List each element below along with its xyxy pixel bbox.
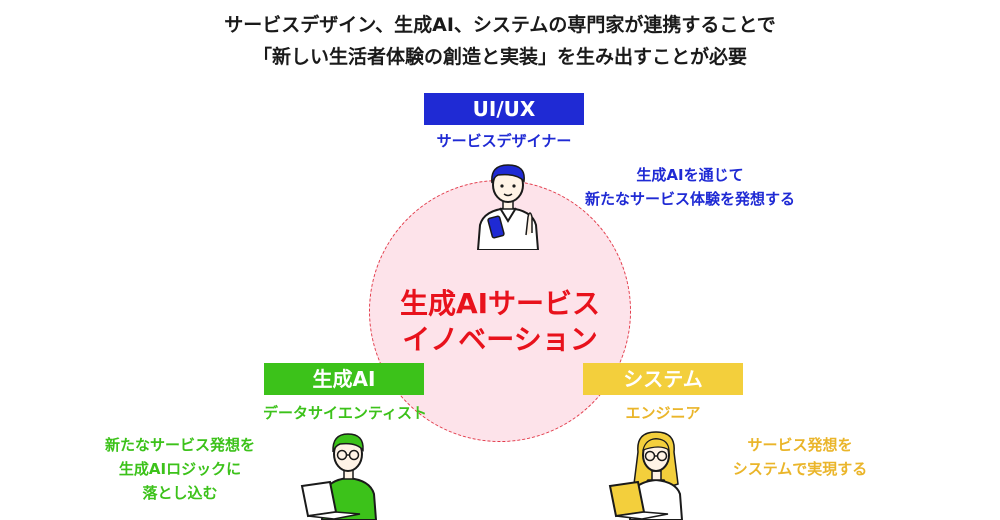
ai-description-line-3: 落とし込む bbox=[142, 484, 218, 502]
ai-tag: 生成AI bbox=[264, 363, 424, 395]
uiux-description: 生成AIを通じて 新たなサービス体験を発想する bbox=[555, 163, 825, 211]
ai-description-line-1: 新たなサービス発想を bbox=[104, 436, 255, 454]
system-description-line-1: サービス発想を bbox=[747, 436, 853, 454]
designer-with-smartphone-icon bbox=[476, 164, 540, 250]
center-title-line-1: 生成AIサービス bbox=[399, 287, 601, 320]
uiux-role-label: サービスデザイナー bbox=[436, 132, 572, 150]
ai-role-label: データサイエンティスト bbox=[263, 404, 427, 422]
system-tag: システム bbox=[583, 363, 743, 395]
headline-line-1: サービスデザイン、生成AI、システムの専門家が連携することで bbox=[224, 14, 776, 36]
uiux-description-line-2: 新たなサービス体験を発想する bbox=[584, 190, 795, 208]
engineer-with-laptop-icon bbox=[608, 431, 684, 520]
system-description-line-2: システムで実現する bbox=[732, 460, 868, 478]
uiux-description-line-1: 生成AIを通じて bbox=[636, 166, 744, 184]
ai-description: 新たなサービス発想を 生成AIロジックに 落とし込む bbox=[60, 433, 300, 505]
system-role-label: エンジニア bbox=[625, 404, 701, 422]
data-scientist-with-laptop-icon bbox=[300, 433, 378, 520]
uiux-tag: UI/UX bbox=[424, 93, 584, 125]
ai-description-line-2: 生成AIロジックに bbox=[118, 460, 242, 478]
system-description: サービス発想を システムで実現する bbox=[700, 433, 900, 481]
headline-line-2: 「新しい生活者体験の創造と実装」を生み出すことが必要 bbox=[252, 46, 747, 68]
center-title-line-2: イノベーション bbox=[402, 323, 598, 356]
